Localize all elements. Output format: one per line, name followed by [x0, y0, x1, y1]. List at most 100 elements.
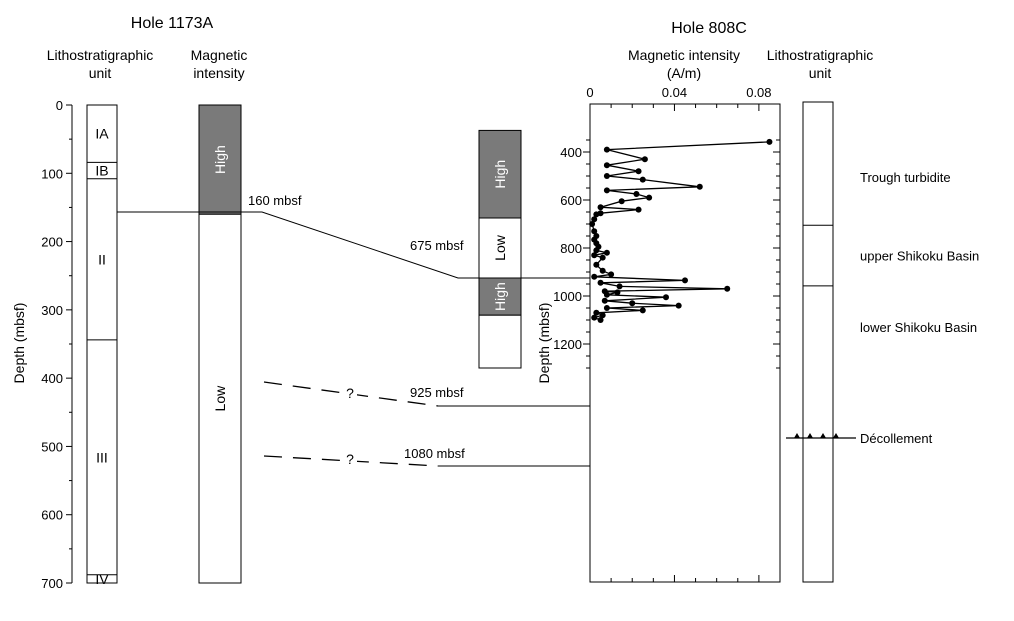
right-unit-label: upper Shikoku Basin — [860, 249, 979, 264]
left-depth-axis-label: Depth (mbsf) — [11, 303, 27, 384]
right-litho-header-line2: unit — [809, 65, 832, 81]
intensity-data-point — [766, 138, 773, 145]
plot-frame — [589, 103, 781, 583]
intensity-data-point — [603, 146, 610, 153]
intensity-data-point — [591, 228, 598, 235]
intensity-data-point — [591, 252, 598, 259]
intensity-data-point — [593, 261, 600, 268]
intensity-data-point — [593, 211, 600, 218]
x-tick-label: 0.04 — [662, 85, 687, 100]
question-mark-1080: ? — [346, 451, 354, 467]
intensity-data-point — [635, 206, 642, 213]
left-unit-label: III — [96, 449, 108, 465]
right-litho-header-line1: Lithostratigraphic — [767, 47, 874, 63]
intensity-data-point — [591, 273, 598, 280]
intensity-data-point — [682, 277, 688, 284]
decollement-tooth — [820, 433, 826, 438]
intensity-data-point — [599, 254, 606, 261]
intensity-data-point — [599, 312, 606, 319]
correlation-label-675: 675 mbsf — [410, 238, 464, 253]
y-tick-label: 400 — [560, 145, 582, 160]
right-mag-zone — [478, 129, 522, 219]
right-mag-zone-label: High — [492, 160, 508, 189]
left-mag-zone-label: High — [212, 145, 228, 174]
left-depth-tick-label: 400 — [41, 371, 63, 386]
left-mag-header-line1: Magnetic — [191, 47, 248, 63]
right-unit-label: Trough turbidite — [860, 170, 951, 185]
y-tick-label: 600 — [560, 193, 582, 208]
decollement-tooth — [833, 433, 839, 438]
left-depth-tick-label: 300 — [41, 303, 63, 318]
correlation-label-1080: 1080 mbsf — [404, 446, 465, 461]
left-unit-label: II — [98, 251, 106, 267]
left-litho-column — [86, 104, 118, 584]
intensity-data-point — [597, 317, 604, 323]
intensity-data-point — [646, 194, 653, 201]
right-mag-axis-title-line1: Magnetic intensity — [628, 47, 740, 63]
intensity-data-point — [593, 247, 600, 254]
intensity-data-point — [603, 162, 610, 169]
question-mark-bg-1080 — [343, 449, 357, 466]
left-mag-zone-label: Low — [212, 385, 228, 412]
left-depth-tick-label: 200 — [41, 235, 63, 250]
intensity-data-point — [724, 285, 731, 292]
intensity-data-point — [614, 289, 621, 296]
left-depth-tick-label: 100 — [41, 166, 63, 181]
intensity-data-point — [601, 297, 608, 304]
right-depth-axis-label: Depth (mbsf) — [536, 303, 552, 384]
x-tick-label: 0.08 — [746, 85, 771, 100]
intensity-data-point — [603, 291, 610, 298]
intensity-data-point — [663, 294, 669, 301]
left-litho-header-line1: Lithostratigraphic — [47, 47, 154, 63]
correlation-label-160: 160 mbsf — [248, 193, 302, 208]
decollement-marker: Décollement — [786, 431, 933, 446]
decollement-label: Décollement — [860, 431, 933, 446]
right-mag-zone — [478, 314, 522, 369]
intensity-data-point — [603, 187, 610, 194]
intensity-data-point — [608, 271, 615, 278]
right-mag-zone — [478, 217, 522, 279]
intensity-data-point — [589, 221, 596, 227]
correlation-label-925: 925 mbsf — [410, 385, 464, 400]
x-tick-label: 0 — [586, 85, 593, 100]
intensity-data-point — [591, 314, 598, 321]
right-mag-axis-title-line2: (A/m) — [667, 65, 701, 81]
intensity-data-point — [593, 309, 600, 316]
hole-1173a-title: Hole 1173A — [131, 15, 214, 32]
right-mag-zone-label: Low — [492, 234, 508, 261]
decollement-tooth — [807, 433, 813, 438]
intensity-data-point — [597, 204, 604, 211]
intensity-data-point — [603, 305, 610, 311]
intensity-data-point — [616, 283, 623, 290]
intensity-data-point — [591, 216, 598, 223]
left-depth-tick-label: 0 — [56, 98, 63, 113]
hole-1173a-panel: Hole 1173A Lithostratigraphic unit Magne… — [11, 15, 247, 591]
left-depth-axis: 0 100 200 300 400 500 600 700 — [41, 98, 73, 591]
intensity-data-point — [696, 183, 703, 190]
left-unit-label: IV — [95, 571, 109, 587]
correlation-line-160 — [117, 211, 590, 279]
left-depth-tick-label: 600 — [41, 508, 63, 523]
right-litho-column — [802, 101, 834, 583]
left-mag-zone — [198, 213, 242, 584]
intensity-series-line — [591, 141, 770, 321]
question-mark-bg-925 — [343, 383, 357, 400]
intensity-data-point — [635, 168, 642, 175]
left-litho-header-line2: unit — [89, 65, 112, 81]
left-depth-tick-label: 500 — [41, 439, 63, 454]
intensity-data-point — [639, 307, 646, 314]
intensity-data-point — [675, 302, 682, 309]
intensity-data-point — [603, 173, 610, 179]
right-mag-zone — [478, 277, 522, 316]
y-tick-label: 800 — [560, 241, 582, 256]
hole-808c-title: Hole 808C — [671, 20, 747, 37]
left-unit-label: IB — [95, 163, 108, 179]
left-depth-tick-label: 700 — [41, 576, 63, 591]
intensity-data-point — [597, 279, 604, 286]
right-mag-zone-label: High — [492, 282, 508, 311]
intensity-data-point — [641, 156, 648, 163]
